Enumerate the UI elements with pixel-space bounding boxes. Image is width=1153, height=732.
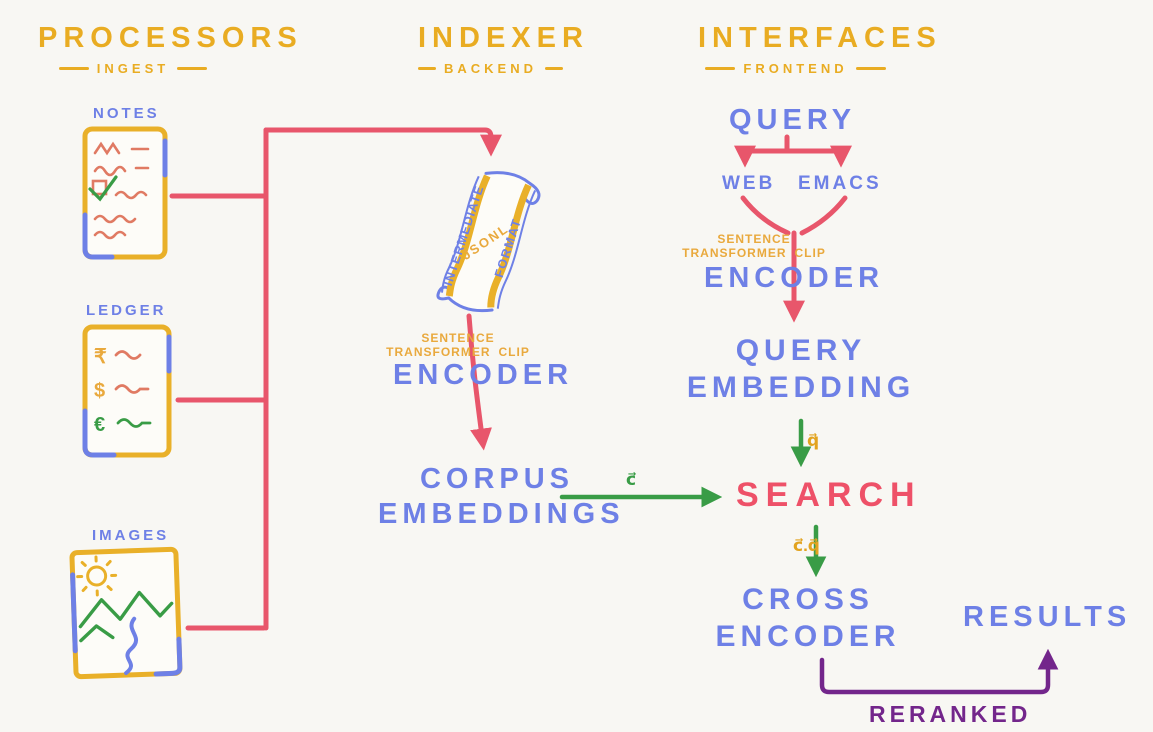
scroll-top-curl: [484, 171, 541, 205]
images-blue-edge-accent: [70, 572, 78, 654]
processors-subtitle-text: INGEST: [96, 61, 170, 76]
corpus-vector-label: c⃗: [626, 470, 637, 489]
interfaces-header: INTERFACES FRONTEND: [698, 22, 942, 76]
processors-subtitle: INGEST: [38, 61, 228, 76]
notes-check-mark: [88, 175, 118, 202]
ledger-dollar-symbol: $: [94, 380, 105, 402]
dot-product-label: c⃗.q⃗: [793, 536, 820, 555]
query-vector-label: q⃗: [807, 431, 820, 450]
interfaces-model-line1: SENTENCE: [717, 232, 791, 246]
indexer-subtitle-text: BACKEND: [444, 61, 537, 76]
ledger-icon: ₹ $ €: [82, 324, 172, 458]
river-glyph: [124, 616, 139, 676]
ledger-label: LEDGER: [86, 302, 167, 319]
search-node: SEARCH: [736, 476, 922, 514]
interfaces-title: INTERFACES: [698, 22, 942, 54]
query-embedding-line1: QUERY: [735, 334, 867, 367]
indexer-model-label: SENTENCE TRANSFORMER CLIP: [386, 331, 529, 360]
notes-label: NOTES: [93, 105, 160, 122]
interfaces-encoder-node: ENCODER: [704, 262, 885, 294]
sun-glyph: [76, 555, 118, 597]
indexer-model-line2: TRANSFORMER CLIP: [386, 345, 529, 359]
interfaces-subtitle: FRONTEND: [698, 61, 893, 76]
indexer-model-transformer: TRANSFORMER: [386, 345, 491, 360]
ledger-rupee-symbol: ₹: [94, 346, 107, 368]
cross-encoder-line2: ENCODER: [715, 619, 901, 653]
results-node: RESULTS: [963, 601, 1132, 633]
indexer-header: INDEXER BACKEND: [418, 22, 589, 76]
query-embedding-line2: EMBEDDING: [686, 370, 916, 404]
interfaces-model-clip: CLIP: [794, 246, 826, 261]
indexer-title: INDEXER: [418, 22, 589, 54]
indexer-subtitle: BACKEND: [418, 61, 563, 76]
emacs-node: EMACS: [798, 173, 882, 194]
emacs-merge-line: [799, 195, 848, 236]
jsonl-scroll-icon: INTERMEDIATE JSONL FORMAT: [436, 171, 541, 313]
scroll-to-encoder-arrow: [466, 313, 492, 451]
indexer-model-clip: CLIP: [498, 345, 530, 360]
indexer-encoder-node: ENCODER: [393, 359, 574, 391]
indexer-model-line1: SENTENCE: [421, 331, 495, 345]
corpus-line1: CORPUS: [419, 463, 575, 495]
images-icon: [69, 546, 183, 680]
trunk-to-scroll-arrow: [263, 127, 503, 157]
interfaces-model-line2: TRANSFORMER CLIP: [682, 246, 825, 260]
processors-header: PROCESSORS INGEST: [38, 22, 303, 76]
corpus-line2: EMBEDDINGS: [378, 498, 625, 531]
cross-encoder-to-results-arrow: [819, 648, 1059, 695]
images-label: IMAGES: [92, 527, 170, 544]
cross-encoder-line1: CROSS: [742, 583, 874, 616]
web-node: WEB: [722, 173, 776, 194]
interfaces-model-transformer: TRANSFORMER: [682, 246, 787, 261]
processors-title: PROCESSORS: [38, 22, 303, 54]
notes-icon: [82, 126, 168, 260]
mountains-glyph: [78, 590, 174, 643]
notes-blue-corner-accent: [82, 212, 115, 260]
cross-encoder-node: CROSS ENCODER: [700, 582, 916, 655]
interfaces-model-label: SENTENCE TRANSFORMER CLIP: [682, 232, 825, 261]
reranked-label: RERANKED: [869, 701, 1032, 727]
ledger-blue-corner-accent: [82, 408, 117, 458]
query-embedding-node: QUERY EMBEDDING: [686, 333, 916, 406]
interfaces-subtitle-text: FRONTEND: [743, 61, 848, 76]
web-merge-line: [740, 195, 791, 236]
scroll-bottom-curl: [436, 285, 494, 313]
ledger-euro-symbol: €: [94, 414, 105, 436]
query-node: QUERY: [729, 104, 857, 136]
corpus-embeddings-node: CORPUS EMBEDDINGS: [378, 462, 625, 533]
